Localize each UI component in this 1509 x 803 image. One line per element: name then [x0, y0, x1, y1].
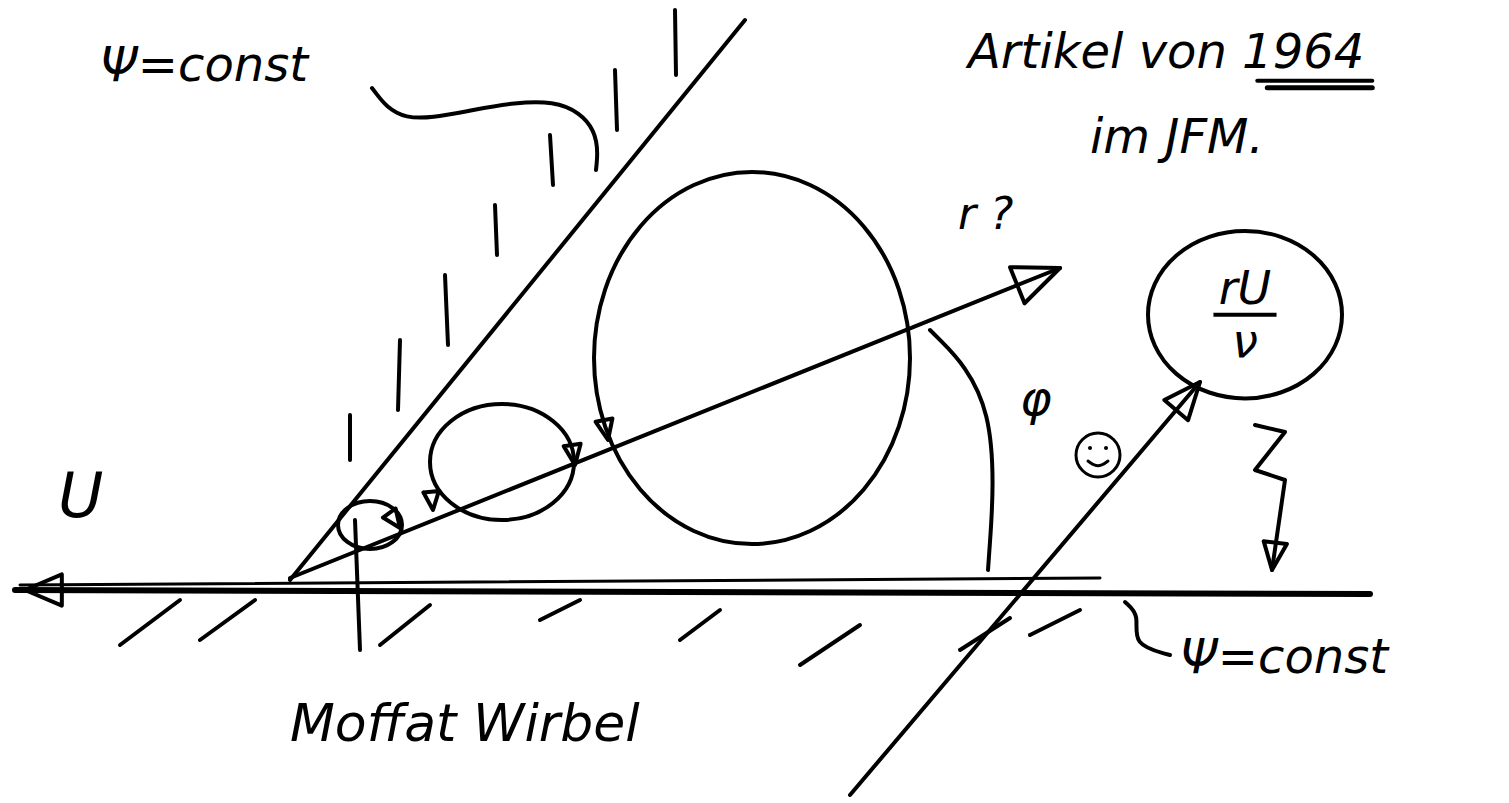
underline: [1257, 79, 1372, 83]
smiley-eye: [1104, 446, 1108, 450]
wedge-wall: [290, 20, 745, 580]
smiley-mouth: [1088, 461, 1108, 466]
smiley-eye: [1088, 446, 1092, 450]
hatch-mark: [445, 275, 448, 345]
hatch-mark: [800, 625, 860, 665]
handwritten-note: Moffat Wirbel: [290, 695, 640, 752]
handwritten-note: Artikel von 1964: [968, 25, 1364, 78]
vertical-tick: [355, 520, 360, 650]
flow-arrow-head: [383, 508, 400, 528]
wall-line: [20, 578, 1100, 585]
smiley-face: [1076, 433, 1120, 477]
leader-squiggle: [1125, 602, 1170, 655]
handwritten-note: U: [58, 462, 103, 530]
hatch-mark: [615, 70, 617, 130]
hatch-mark: [120, 600, 180, 645]
lightning-arrow-head: [1264, 541, 1287, 570]
hatch-mark: [200, 600, 255, 640]
handwritten-note: im JFM.: [1090, 110, 1264, 163]
formula-part: rU: [1219, 262, 1272, 315]
flow-arrow-head: [596, 418, 613, 440]
vortex-loop: [338, 501, 402, 549]
pointer-arrow: [850, 382, 1200, 795]
handwritten-note: Ψ=const: [1180, 630, 1388, 683]
hatch-mark: [1030, 610, 1080, 635]
flow-arrow-head: [564, 444, 581, 465]
hatch-mark: [495, 205, 497, 255]
wall-arrow-head: [25, 574, 62, 605]
circled-formula: rUν: [1145, 228, 1345, 401]
formula-part: ν: [1219, 315, 1272, 368]
handwritten-note: Ψ=const: [100, 38, 308, 91]
leader-squiggle: [372, 88, 597, 170]
vortex-loop: [594, 172, 910, 544]
hatch-mark: [550, 135, 553, 185]
hatch-mark: [348, 415, 352, 460]
lightning-symbol: [1255, 425, 1285, 570]
angle-arc: [930, 330, 993, 570]
hatch-mark: [540, 600, 580, 620]
vortex-loop: [430, 404, 574, 520]
underline: [1267, 85, 1372, 90]
hatch-mark: [380, 605, 430, 645]
handwritten-note: r ?: [958, 190, 1013, 238]
radial-axis: [290, 268, 1060, 578]
wall-line: [15, 590, 1370, 594]
axis-arrow-head: [1010, 267, 1060, 303]
hatch-mark: [398, 340, 400, 410]
flow-arrow-head: [423, 491, 439, 510]
circle-outline: [1148, 231, 1342, 398]
hatch-mark: [675, 10, 676, 75]
handwritten-note: φ: [1020, 372, 1052, 425]
hatch-mark: [680, 610, 720, 640]
